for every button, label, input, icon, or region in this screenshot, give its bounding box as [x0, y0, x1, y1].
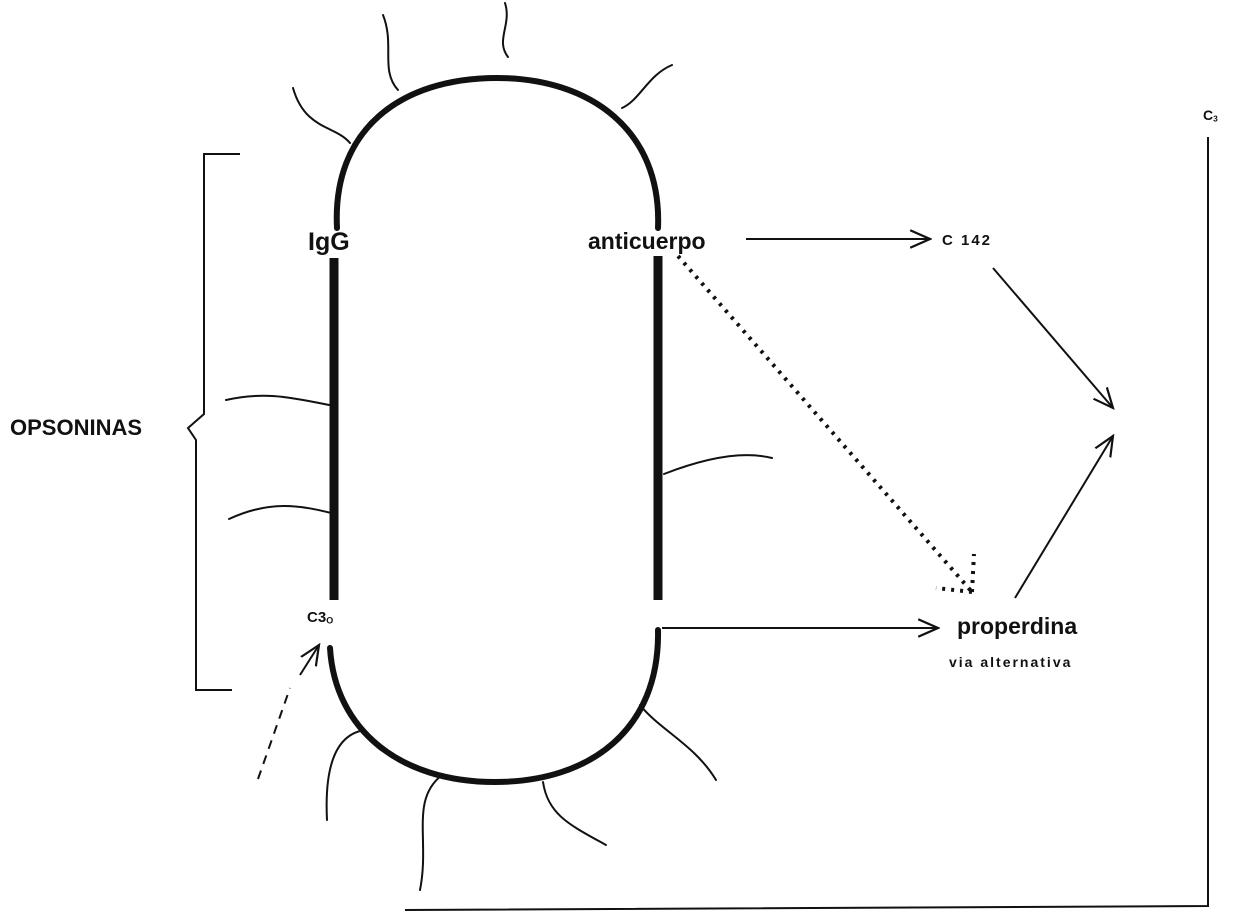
arrow-c142-to-c3 [993, 268, 1113, 408]
flagella [226, 3, 772, 890]
arrows [258, 239, 1113, 779]
c3-label: C3 [1203, 108, 1218, 123]
flagellum [229, 506, 335, 519]
flagellum [503, 3, 508, 57]
opsoninas-label: OPSONINAS [10, 417, 142, 439]
c3o-label-main: C3 [307, 609, 326, 626]
properdina-label: properdina [957, 615, 1077, 638]
dotted-arrow-anticuerpo-to-properdina [678, 256, 974, 592]
flagellum [226, 396, 335, 406]
bacterium-top-arc [337, 78, 658, 228]
dashed-lead-to-c3o [258, 688, 290, 779]
c3o-label-sub: O [326, 615, 333, 625]
c3-label-sub: 3 [1213, 113, 1218, 123]
igg-label: IgG [308, 230, 350, 255]
c3o-label: C3O [307, 610, 333, 625]
flagellum [420, 775, 442, 890]
c3-frame-line [405, 137, 1208, 910]
c142-label: C 142 [942, 233, 992, 248]
flagellum [327, 730, 365, 820]
flagellum [640, 705, 716, 780]
flagellum [622, 65, 672, 108]
arrow-properdina-to-c3 [1015, 436, 1113, 598]
arrow-to-c3o [300, 645, 319, 675]
bacterium [330, 78, 658, 782]
via-alternativa-label: via alternativa [949, 655, 1072, 669]
opsoninas-bracket [188, 154, 240, 690]
flagellum [664, 455, 772, 474]
flagellum [293, 88, 350, 143]
antibody-bars [334, 256, 658, 600]
c3-label-main: C [1203, 107, 1213, 123]
flagellum [543, 782, 606, 845]
flagellum [383, 15, 398, 90]
anticuerpo-label: anticuerpo [588, 230, 706, 253]
bacterium-bottom-arc [330, 630, 658, 782]
